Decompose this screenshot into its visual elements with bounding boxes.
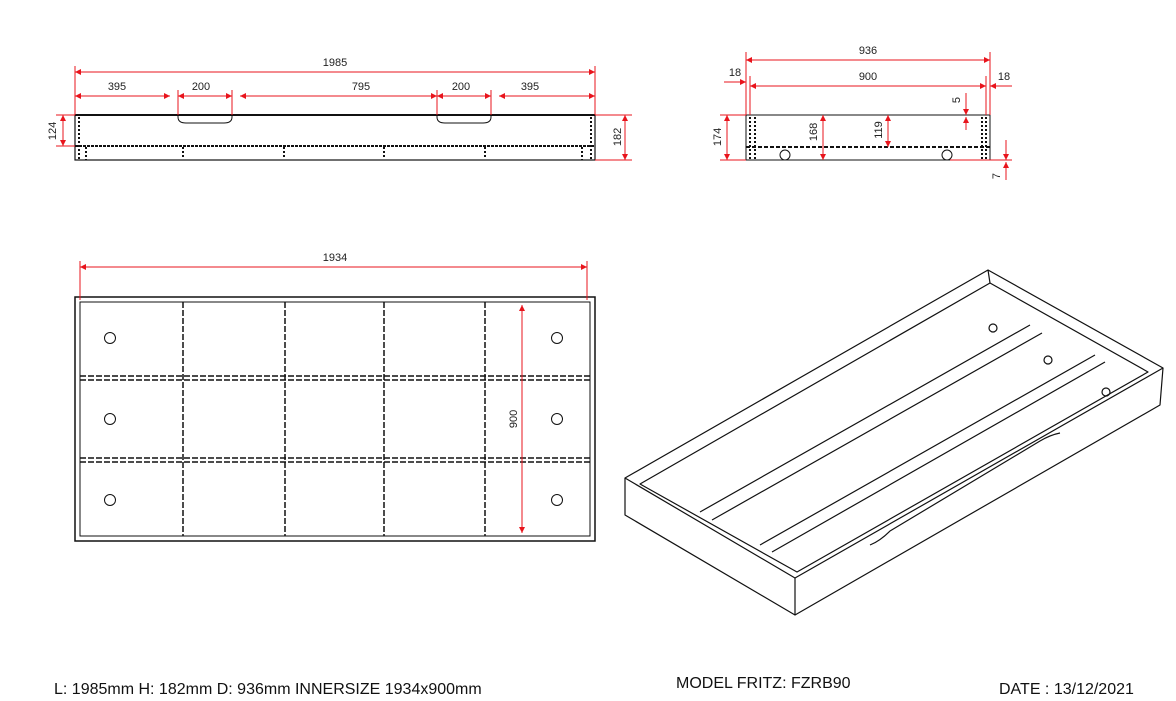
dim-wall-left: 18: [729, 67, 741, 79]
dim-segment: 395: [108, 81, 126, 93]
dim-height-174: 174: [712, 128, 724, 146]
dim-side-height: 124: [47, 122, 59, 140]
dim-overall-depth: 936: [859, 45, 877, 57]
handle-cutout-left: [177, 115, 233, 124]
dim-segment: 795: [352, 81, 370, 93]
footer-model: MODEL FRITZ: FZRB90: [676, 675, 851, 692]
dim-segment: 395: [521, 81, 539, 93]
caster-wheel-icon: [941, 149, 953, 161]
dim-wall-right: 18: [998, 71, 1010, 83]
footer-dimensions: L: 1985mm H: 182mm D: 936mm INNERSIZE 19…: [54, 681, 482, 698]
plan-dimensions: [79, 261, 588, 533]
side-view: [745, 114, 991, 161]
dim-offset-5: 5: [951, 97, 963, 103]
front-panel: [74, 114, 596, 161]
front-dimensions: [56, 66, 632, 161]
dim-plan-inner-width: 900: [508, 410, 520, 428]
plan-view: [74, 296, 596, 542]
dim-overall-length: 1985: [323, 57, 347, 69]
caster-wheel-icon: [779, 149, 791, 161]
dim-segment: 200: [452, 81, 470, 93]
front-view: [74, 114, 596, 161]
dim-clearance-7: 7: [991, 173, 1003, 179]
isometric-view: [624, 269, 1164, 616]
side-dimensions: [720, 52, 1012, 180]
handle-cutout-right: [436, 115, 492, 124]
dim-total-height: 182: [612, 128, 624, 146]
dim-height-168: 168: [808, 123, 820, 141]
dim-height-119: 119: [873, 121, 885, 139]
dim-inner-width: 900: [859, 71, 877, 83]
dim-segment: 200: [192, 81, 210, 93]
footer-date: DATE : 13/12/2021: [999, 681, 1134, 698]
dim-inner-length: 1934: [323, 252, 347, 264]
